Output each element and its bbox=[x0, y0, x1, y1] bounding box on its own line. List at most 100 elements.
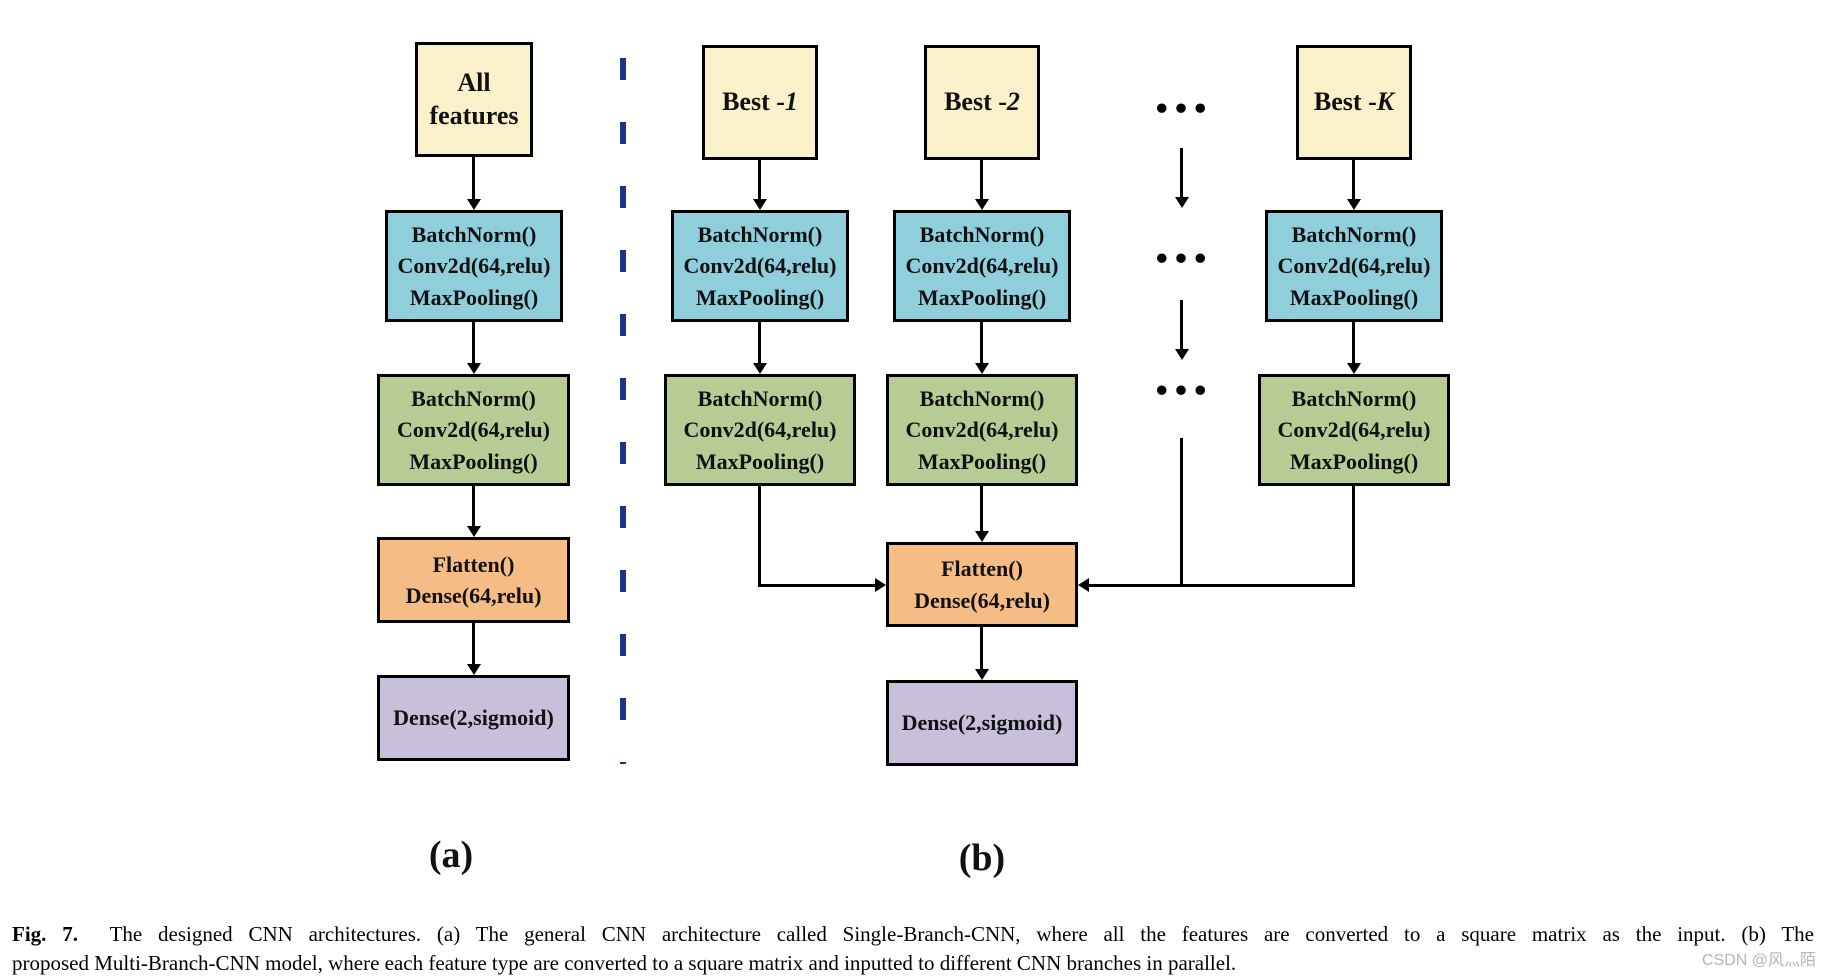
conv-line3: MaxPooling() bbox=[917, 448, 1047, 474]
best-1-box: Best -1 bbox=[702, 45, 818, 160]
arrow-down-icon bbox=[1175, 197, 1189, 208]
all-features-line1: All bbox=[457, 68, 491, 97]
best-1-suffix: 1 bbox=[784, 87, 798, 117]
conv-block1-a: BatchNorm() Conv2d(64,relu) MaxPooling() bbox=[385, 210, 563, 322]
flatten-line2: Dense(64,relu) bbox=[405, 583, 542, 608]
conv-line1: BatchNorm() bbox=[697, 386, 823, 412]
arrow-line bbox=[1180, 148, 1183, 197]
conv-line1: BatchNorm() bbox=[919, 386, 1045, 412]
arrow-down-icon bbox=[1175, 349, 1189, 360]
panel-b-label: (b) bbox=[958, 837, 1006, 879]
conv-block1-b1: BatchNorm() Conv2d(64,relu) MaxPooling() bbox=[671, 210, 849, 322]
best-1-prefix: Best - bbox=[722, 87, 785, 117]
output-box-b: Dense(2,sigmoid) bbox=[886, 680, 1078, 766]
arrow-right-icon bbox=[875, 578, 886, 592]
connector-line bbox=[758, 584, 875, 587]
arrow-down-icon bbox=[975, 531, 989, 542]
output-line: Dense(2,sigmoid) bbox=[393, 705, 554, 731]
ellipsis-icon: ••• bbox=[1153, 376, 1211, 407]
conv-line3: MaxPooling() bbox=[1289, 284, 1419, 310]
conv-line1: BatchNorm() bbox=[411, 386, 536, 412]
caption-fig-label: Fig. 7. bbox=[12, 922, 78, 946]
arrow-line bbox=[980, 627, 983, 669]
arrow-down-icon bbox=[975, 669, 989, 680]
ellipsis-icon: ••• bbox=[1153, 244, 1211, 275]
conv-line1: BatchNorm() bbox=[919, 222, 1045, 248]
arrow-line bbox=[980, 160, 983, 199]
caption-line1-text: The designed CNN architectures. (a) The … bbox=[109, 922, 1814, 946]
conv-block1-bk: BatchNorm() Conv2d(64,relu) MaxPooling() bbox=[1265, 210, 1443, 322]
arrow-line bbox=[472, 623, 475, 664]
conv-block2-a: BatchNorm() Conv2d(64,relu) MaxPooling() bbox=[377, 374, 570, 486]
conv-block2-bk: BatchNorm() Conv2d(64,relu) MaxPooling() bbox=[1258, 374, 1450, 486]
arrow-line bbox=[1180, 300, 1183, 349]
conv-block2-b2: BatchNorm() Conv2d(64,relu) MaxPooling() bbox=[886, 374, 1078, 486]
dashed-divider bbox=[620, 58, 626, 764]
all-features-box: All features bbox=[415, 42, 533, 157]
panel-a-label: (a) bbox=[428, 834, 474, 876]
conv-line1: BatchNorm() bbox=[411, 222, 537, 248]
flatten-line1: Flatten() bbox=[432, 551, 515, 577]
arrow-line bbox=[980, 486, 983, 531]
figure-caption: Fig. 7. The designed CNN architectures. … bbox=[12, 920, 1814, 978]
csdn-watermark: CSDN @风灬陌 bbox=[1701, 952, 1816, 969]
arrow-down-icon bbox=[467, 199, 481, 210]
connector-line bbox=[758, 486, 761, 587]
conv-block1-b2: BatchNorm() Conv2d(64,relu) MaxPooling() bbox=[893, 210, 1071, 322]
arrow-line bbox=[758, 322, 761, 363]
conv-line1: BatchNorm() bbox=[1291, 386, 1417, 412]
arrow-down-icon bbox=[753, 363, 767, 374]
best-2-prefix: Best - bbox=[944, 87, 1007, 117]
best-k-box: Best -K bbox=[1296, 45, 1412, 160]
arrow-down-icon bbox=[975, 199, 989, 210]
best-2-suffix: 2 bbox=[1006, 87, 1020, 117]
flatten-line2: Dense(64,relu) bbox=[914, 587, 1050, 613]
flatten-dense-box-a: Flatten() Dense(64,relu) bbox=[377, 537, 570, 623]
conv-line3: MaxPooling() bbox=[409, 448, 538, 474]
conv-line2: Conv2d(64,relu) bbox=[683, 253, 837, 279]
conv-line2: Conv2d(64,relu) bbox=[905, 417, 1059, 443]
best-k-prefix: Best - bbox=[1313, 87, 1377, 117]
conv-line2: Conv2d(64,relu) bbox=[905, 253, 1059, 279]
connector-line bbox=[1089, 584, 1355, 587]
arrow-line bbox=[758, 160, 761, 199]
flatten-line1: Flatten() bbox=[941, 556, 1023, 582]
connector-line bbox=[1180, 438, 1183, 587]
arrow-line bbox=[980, 322, 983, 363]
arrow-down-icon bbox=[467, 664, 481, 675]
arrow-line bbox=[472, 486, 475, 526]
output-line: Dense(2,sigmoid) bbox=[901, 710, 1063, 736]
all-features-line2: features bbox=[429, 100, 519, 130]
arrow-down-icon bbox=[753, 199, 767, 210]
arrow-line bbox=[1352, 322, 1355, 363]
connector-line bbox=[1352, 486, 1355, 587]
arrow-line bbox=[1352, 160, 1355, 199]
conv-line3: MaxPooling() bbox=[409, 284, 539, 310]
arrow-down-icon bbox=[467, 363, 481, 374]
conv-block2-b1: BatchNorm() Conv2d(64,relu) MaxPooling() bbox=[664, 374, 856, 486]
conv-line3: MaxPooling() bbox=[695, 284, 825, 310]
conv-line2: Conv2d(64,relu) bbox=[397, 417, 550, 443]
best-k-suffix: K bbox=[1376, 87, 1395, 117]
arrow-line bbox=[472, 157, 475, 199]
conv-line3: MaxPooling() bbox=[695, 448, 825, 474]
flatten-dense-box-b: Flatten() Dense(64,relu) bbox=[886, 542, 1078, 627]
ellipsis-icon: ••• bbox=[1153, 94, 1211, 125]
conv-line3: MaxPooling() bbox=[1289, 448, 1419, 474]
conv-line2: Conv2d(64,relu) bbox=[1277, 253, 1431, 279]
arrow-line bbox=[472, 322, 475, 363]
arrow-down-icon bbox=[1347, 199, 1361, 210]
conv-line1: BatchNorm() bbox=[697, 222, 823, 248]
arrow-down-icon bbox=[467, 526, 481, 537]
arrow-left-icon bbox=[1078, 578, 1089, 592]
arrow-down-icon bbox=[975, 363, 989, 374]
arrow-down-icon bbox=[1347, 363, 1361, 374]
conv-line2: Conv2d(64,relu) bbox=[683, 417, 837, 443]
conv-line2: Conv2d(64,relu) bbox=[1277, 417, 1431, 443]
conv-line1: BatchNorm() bbox=[1291, 222, 1417, 248]
caption-line2: proposed Multi-Branch-CNN model, where e… bbox=[12, 951, 1237, 975]
conv-line2: Conv2d(64,relu) bbox=[397, 253, 551, 279]
conv-line3: MaxPooling() bbox=[917, 284, 1047, 310]
output-box-a: Dense(2,sigmoid) bbox=[377, 675, 570, 761]
